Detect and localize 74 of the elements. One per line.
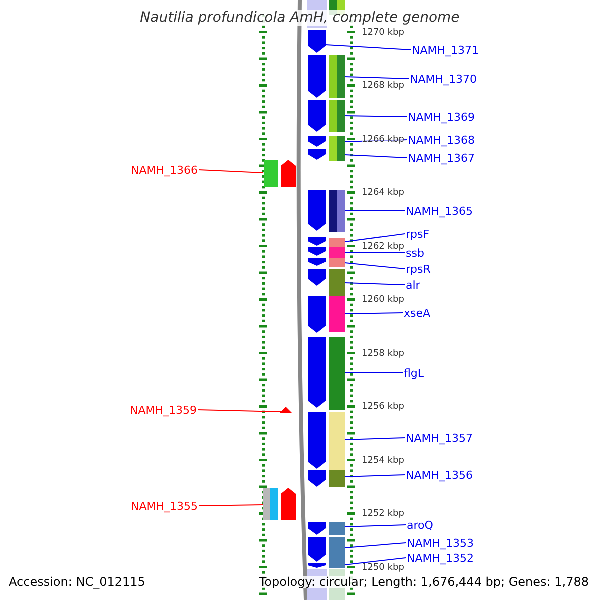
gene-label: ssb: [406, 248, 424, 258]
scale-label: 1268 kbp: [362, 82, 404, 91]
scale-label: 1266 kbp: [362, 136, 404, 144]
leader-line: [344, 154, 408, 158]
gene-arrow: [263, 488, 296, 520]
gene-bar: [308, 269, 345, 296]
gene-label: NAMH_1371: [412, 44, 480, 56]
leader-line: [344, 252, 406, 254]
leader-line: [344, 372, 404, 374]
title: Nautilia profundicola AmH, complete genome: [138, 10, 462, 26]
gene-arrow: [308, 30, 326, 53]
gene-arrow: [264, 160, 296, 187]
accession-text: Accession: NC_012115: [9, 576, 146, 588]
scale-label: 1254 kbp: [362, 456, 404, 466]
scale-label: 1264 kbp: [362, 189, 404, 198]
scale-label: 1260 kbp: [362, 296, 404, 305]
gene-bar: [308, 412, 345, 470]
leader-line: [344, 558, 406, 566]
gene-bar: [308, 190, 345, 232]
leader-line: [344, 210, 406, 212]
gene-label: NAMH_1369: [408, 112, 476, 122]
scale-label: 1270 kbp: [362, 28, 404, 38]
scale-label: 1262 kbp: [362, 242, 404, 252]
gene-label: NAMH_1370: [410, 74, 478, 84]
leader-line: [344, 234, 406, 242]
gene-bar: [308, 148, 345, 161]
gene-bar: [308, 247, 345, 258]
gene-bar: [308, 237, 345, 247]
scale-label: 1250 kbp: [362, 564, 404, 572]
gene-label: rpsR: [406, 264, 431, 274]
gene-label: NAMH_1353: [407, 538, 474, 548]
gene-label: NAMH_1357: [406, 432, 474, 444]
leader-line: [344, 438, 406, 440]
gene-bar: [308, 522, 345, 535]
gene-label: rpsF: [406, 228, 430, 240]
gene-bar: [308, 563, 345, 568]
gene-bar: [308, 258, 345, 267]
leader-line: [198, 410, 282, 412]
gene-bar: [308, 296, 345, 333]
gene-label: NAMH_1365: [406, 206, 474, 216]
gene-label: NAMH_1366: [130, 164, 198, 176]
leader-line: [326, 44, 412, 50]
leader-line: [344, 262, 406, 270]
leader-line: [344, 76, 410, 80]
leader-line: [344, 282, 406, 286]
gene-label: NAMH_1359: [130, 404, 197, 416]
leader-line: [198, 170, 264, 174]
gene-label: aroQ: [407, 520, 434, 530]
scale-label: 1252 kbp: [362, 510, 404, 519]
gene-label: NAMH_1367: [408, 152, 476, 164]
leader-line: [344, 474, 406, 478]
leader-line: [344, 542, 406, 548]
gene-bar: [308, 470, 345, 487]
gene-bar: [308, 537, 345, 563]
leader-line: [344, 524, 406, 528]
gene-label: xseA: [404, 308, 431, 318]
scale-label: 1256 kbp: [362, 403, 404, 412]
gene-label: alr: [406, 280, 420, 290]
leader-line: [198, 504, 264, 506]
gene-label: flgL: [404, 368, 424, 378]
leader-line: [344, 312, 404, 314]
gene-bar: [308, 136, 345, 148]
gene-label: NAMH_1355: [130, 500, 198, 512]
gene-label: NAMH_1356: [406, 470, 474, 480]
leader-line: [344, 116, 408, 118]
summary-text: Topology: circular; Length: 1,676,444 bp; Genes: 1,788: [259, 576, 589, 588]
gene-triangle: [280, 407, 292, 413]
gene-label: NAMH_1368: [408, 134, 476, 146]
gene-bar: [308, 100, 345, 132]
gene-bar: [308, 337, 345, 410]
gene-bar: [308, 55, 345, 98]
leader-line: [344, 140, 408, 142]
scale-label: 1258 kbp: [362, 350, 404, 358]
gene-label: NAMH_1352: [407, 552, 474, 564]
